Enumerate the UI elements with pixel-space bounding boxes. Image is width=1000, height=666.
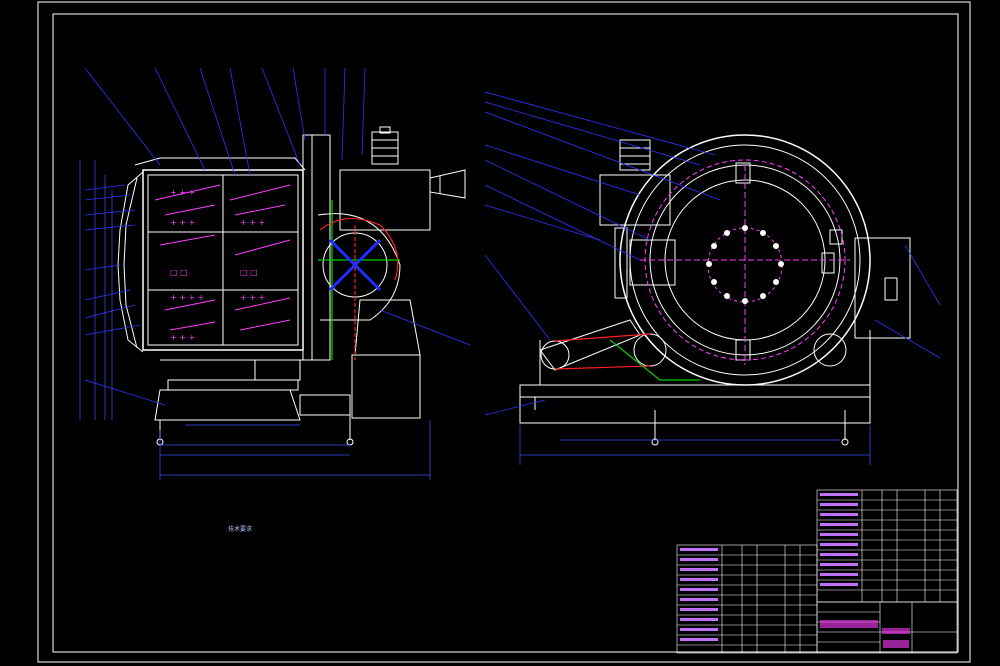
technical-notes: 技术要求 [206,526,253,533]
svg-text:+ + +: + + + [170,188,195,197]
dimension-lines [79,160,871,480]
outer-border [37,1,971,663]
title-block-right [816,489,958,603]
title-block-text-marks [680,493,858,641]
title-block-left [676,544,818,654]
right-front-view [519,134,911,446]
rotor-hammers-magenta: + + + + + + + + + □ □ □ □ + + + + + + + … [154,184,291,342]
leader-lines [84,67,941,416]
svg-text:□ □: □ □ [240,268,258,277]
bolt-holes [706,225,784,304]
svg-text:+ + +: + + + [240,218,265,227]
svg-text:+ + + +: + + + + [170,293,204,302]
drive-belt-red [554,333,700,381]
title-block-highlights [820,620,910,648]
left-side-view [117,126,466,446]
svg-text:+ + +: + + + [170,333,195,342]
bolt-circle-magenta [640,159,850,365]
inner-border [52,13,959,653]
notes-title: 技术要求 [228,526,253,533]
svg-text:□ □: □ □ [170,268,188,277]
svg-text:+ + +: + + + [170,218,195,227]
rotor-section-colored [318,200,400,360]
svg-text:+ + +: + + + [240,293,265,302]
